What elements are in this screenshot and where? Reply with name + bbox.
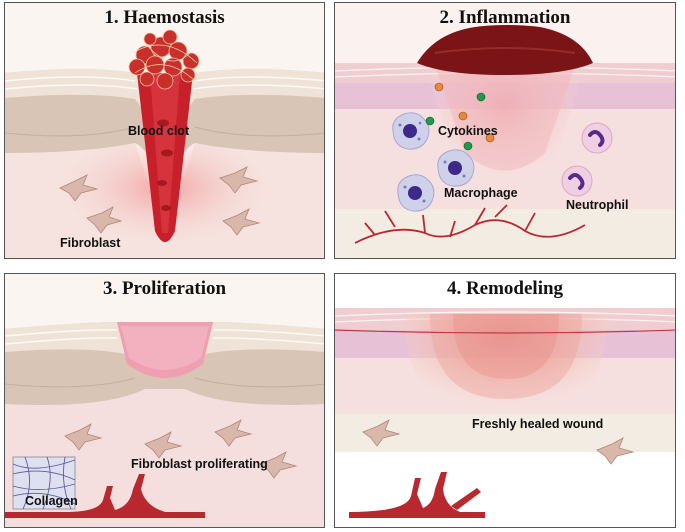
label-collagen: Collagen xyxy=(25,494,78,508)
label-fibroblast: Fibroblast xyxy=(60,236,121,250)
inflammation-illustration xyxy=(335,3,675,258)
cytokine-dots xyxy=(425,82,495,151)
label-macrophage: Macrophage xyxy=(444,186,518,200)
label-cytokines: Cytokines xyxy=(438,124,498,138)
label-blood-clot: Blood clot xyxy=(128,124,190,138)
panel-title-remodeling: 4. Remodeling xyxy=(446,278,564,299)
haemostasis-illustration xyxy=(5,3,324,258)
label-freshly-healed-wound: Freshly healed wound xyxy=(472,417,604,431)
panel-haemostasis: 1. Haemostasis xyxy=(4,2,325,259)
panel-proliferation: 3. Proliferation Fibroblast p xyxy=(4,273,325,528)
label-fibroblast-proliferating: Fibroblast proliferating xyxy=(131,457,268,471)
panel-title-haemostasis: 1. Haemostasis xyxy=(104,7,225,28)
panel-title-inflammation: 2. Inflammation xyxy=(439,7,571,28)
proliferation-illustration xyxy=(5,274,324,527)
panel-inflammation: 2. Inflammation xyxy=(334,2,676,259)
panel-title-proliferation: 3. Proliferation xyxy=(102,278,227,299)
remodeling-illustration xyxy=(335,274,675,527)
label-neutrophil: Neutrophil xyxy=(566,198,629,212)
macrophage-cells xyxy=(392,112,475,212)
neutrophil-cells xyxy=(561,122,613,197)
panel-remodeling: 4. Remodeling Freshly h xyxy=(334,273,676,528)
